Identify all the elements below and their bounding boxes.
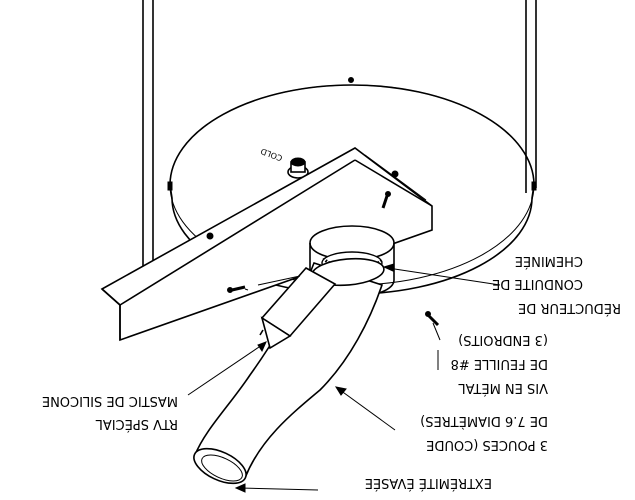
- label-line: DE FEUILLE #8: [451, 356, 548, 371]
- silicone-tube: [259, 266, 337, 350]
- label-elbow: DE 7.6 DIAMÈTRES) 3 POUCES (COUDE: [420, 413, 548, 452]
- label-silicone: MASTIC DE SILICONE RTV SPÉCIAL: [42, 393, 178, 432]
- screw-icon: [425, 311, 440, 327]
- label-line: CONDUITE DE: [492, 276, 583, 291]
- label-screws: (3 ENDROITS) DE FEUILLE #8 VIS EN MÉTAL: [451, 332, 548, 396]
- leader-lines: [187, 263, 501, 493]
- label-line: RTV SPÉCIAL: [95, 416, 178, 432]
- label-line: MASTIC DE SILICONE: [42, 393, 178, 408]
- screw-icon: [381, 191, 391, 209]
- cold-valve: COLD: [259, 146, 309, 179]
- label-line: 3 POUCES (COUDE: [426, 437, 548, 452]
- duct-box: [100, 147, 433, 342]
- label-line: RÉDUCTEUR DE: [518, 300, 621, 316]
- label-line: DE 7.6 DIAMÈTRES): [420, 413, 548, 429]
- label-flared-end: EXTRÉMITÉ ÉVASÉE: [365, 475, 492, 491]
- box-screw-icon: [206, 232, 214, 240]
- label-line: (3 ENDROITS): [458, 332, 548, 347]
- top-screw-icon: [348, 77, 354, 83]
- label-line: VIS EN MÉTAL: [458, 380, 548, 396]
- heater-legs: [142, 0, 537, 270]
- box-screw-icon: [391, 170, 399, 178]
- screw-icon: [227, 285, 246, 293]
- label-chimney-reducer: CHEMINÉE CONDUITE DE RÉDUCTEUR DE: [492, 253, 621, 316]
- cold-label: COLD: [259, 146, 283, 162]
- label-line: CHEMINÉE: [515, 253, 583, 269]
